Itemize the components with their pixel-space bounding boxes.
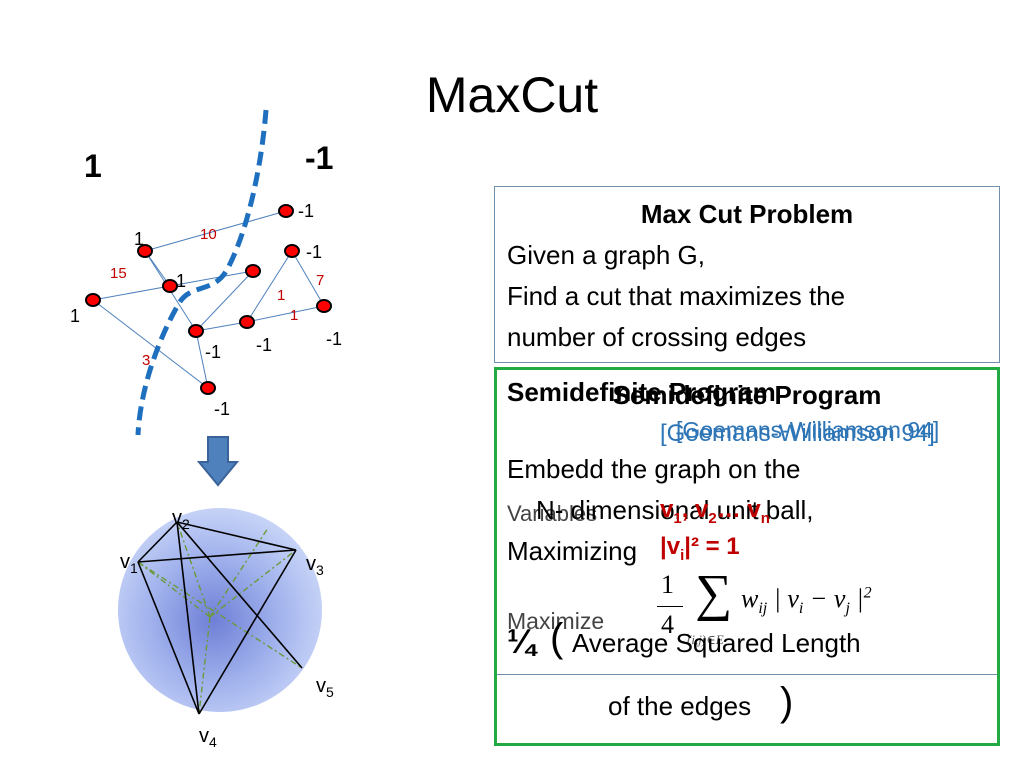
cut-line [135,109,269,436]
edge-weight: 10 [200,226,217,243]
embedding-edges [137,521,303,715]
problem-heading: Max Cut Problem [640,199,854,229]
graph-edge [169,270,254,287]
graph-node [278,204,294,218]
embedding-edge [176,521,200,715]
graph-edge [92,299,209,389]
edge-weight: 1 [277,287,285,304]
max-cut-problem-box [494,186,1000,363]
embedding-vector [209,549,297,618]
vertex-label-v1: v1 [120,551,138,576]
vertex-label-v4: v4 [199,725,217,750]
graph-edge [195,270,254,332]
partition-label-right: -1 [305,140,334,176]
quarter-fraction: ¼ [507,623,536,661]
node-label: -1 [205,342,221,362]
node-label: -1 [306,242,322,262]
edge-weight: 15 [110,265,127,282]
sdp-heading-overlap: Semidefinite Program [507,377,776,407]
embedding-edge [137,561,200,715]
sdp-heading: Semidefinite Program [612,380,882,410]
average-squared-length-text: Average Squared Length [572,628,861,658]
unit-ball [118,508,322,712]
graph-edge [92,285,171,301]
embedding-edge [176,521,297,551]
variables-label: Variables [507,501,598,526]
graph-node [188,324,204,338]
close-paren: ) [780,680,794,724]
graph-node [245,264,261,278]
vertex-label-v3: v3 [306,553,324,578]
sdp-line-3: Maximizing [507,536,638,566]
graph-edge [246,305,325,323]
graph-edge [195,330,209,389]
citation: [Goemans-Williamson 94] [660,420,935,447]
graph-edge [144,210,287,252]
embedding-edge [198,549,297,715]
sdp-line-2: N- dimensional unit ball, [536,495,814,525]
sdp-line-1: Embedd the graph on the [507,454,801,484]
graph-node [162,279,178,293]
embedding-edge [176,521,303,669]
edge-weight: 7 [316,272,324,289]
variables-values: v1, v2… vn [660,496,770,527]
problem-line-2: Find a cut that maximizes the [507,281,846,311]
graph-edge [195,321,248,332]
node-labels: -11-111-1-1-1-1 [70,201,342,419]
embedding-vector [137,561,211,618]
problem-line-1: Given a graph G, [507,240,705,270]
node-label: 1 [176,271,186,291]
graph-node [137,244,153,258]
citation-overlap: [Goemans-Williamson 94] [676,417,940,443]
node-label: -1 [214,399,230,419]
vertex-label-v5: v5 [316,675,334,700]
graph-node [284,244,300,258]
graph-node [316,299,332,313]
edge-weight: 3 [142,352,150,369]
embedding-edge [137,521,178,563]
node-label: -1 [326,329,342,349]
graph-edge [246,250,293,323]
vertex-label-v2: v2 [172,507,190,532]
page-title: MaxCut [425,67,599,123]
edge-weight: 1 [290,307,298,324]
semidefinite-program-box [494,367,1000,746]
embedding-vector [198,616,211,715]
graph-edge [291,250,325,307]
unit-norm-constraint: |vi|² = 1 [660,533,740,564]
node-label: 1 [70,306,80,326]
graph-node [200,381,216,395]
node-label: 1 [134,229,144,249]
sdp-divider [497,674,997,675]
edges-text: of the edges [608,691,752,721]
graph-node [239,315,255,329]
graph-node [85,293,101,307]
maximize-label: Maximize [507,608,605,634]
embedding-vector [176,521,211,618]
node-label: -1 [256,335,272,355]
embedding-vector [137,561,303,669]
graph-nodes [85,204,332,395]
embedding-edge [137,549,297,563]
node-label: -1 [298,201,314,221]
problem-line-3: number of crossing edges [507,322,807,352]
embedding-vector [209,527,269,618]
partition-label-left: 1 [84,148,102,184]
objective-formula: 1 4 ∑ (i,j)∈E wij | vi − vj |2 [655,565,915,660]
open-paren: ( [550,616,564,660]
